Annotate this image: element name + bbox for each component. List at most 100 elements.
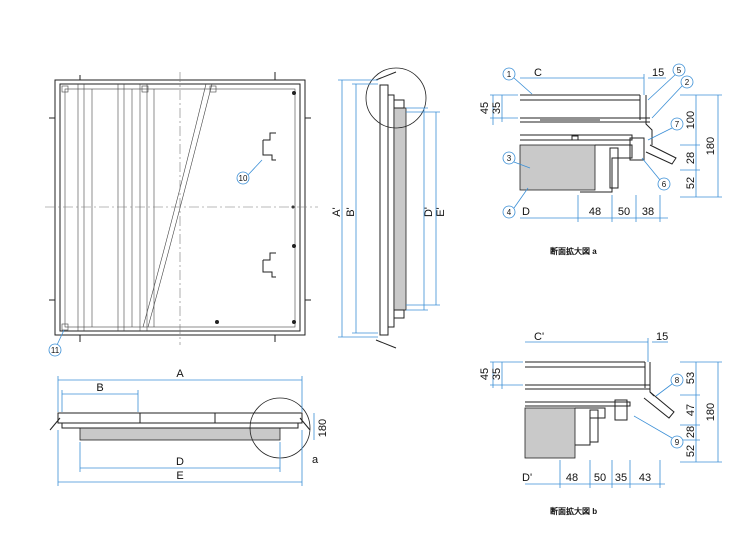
- detail-b-bolt: [589, 409, 599, 443]
- detail-b-dim-53: 53: [685, 372, 697, 384]
- callout-4: [502, 205, 516, 219]
- detail-a-dimensions: [490, 74, 722, 222]
- callout-10-text: 10: [239, 174, 248, 183]
- detail-b-dim-43: 43: [639, 472, 651, 484]
- detail-a-frame-profile: [639, 95, 653, 145]
- front-slats: [77, 84, 155, 331]
- cutaway-line: [147, 83, 213, 328]
- callout-10: [236, 171, 250, 185]
- detail-b-dim-50: 50: [594, 472, 606, 484]
- svg-text:7: 7: [675, 120, 680, 129]
- callout-8: [670, 373, 684, 387]
- detail-b-plate: [525, 401, 631, 407]
- detail-b-label-D-prime: D': [522, 472, 532, 484]
- detail-a-bracket: [580, 144, 633, 193]
- svg-text:5: 5: [677, 66, 682, 75]
- detail-a-view: C 15 45 35 100 28 52 180 D 48 50 38 1 2 …: [479, 63, 722, 256]
- detail-a-dim-38: 38: [642, 206, 654, 218]
- side-frame-inner: [387, 94, 395, 328]
- callout-11-text: 11: [51, 346, 60, 355]
- dim-B: B: [96, 382, 103, 394]
- detail-a-caption: 断面拡大図 a: [550, 246, 597, 256]
- callout-9: [670, 435, 684, 449]
- side-dimensions: [338, 79, 440, 338]
- detail-a-label: a: [312, 454, 319, 466]
- detail-a-callouts: 1 2 3 4 5 6 7: [502, 63, 694, 219]
- callout-2: [680, 75, 694, 89]
- detail-b-insulation: [524, 407, 576, 459]
- detail-b-circle: [365, 67, 427, 129]
- dim-E-prime: E': [435, 207, 447, 216]
- detail-a-dim-50: 50: [618, 206, 630, 218]
- cutaway-line-2: [142, 83, 207, 328]
- svg-text:4: 4: [507, 208, 512, 217]
- dim-A-prime: A': [331, 207, 343, 216]
- dim-A: A: [176, 368, 184, 380]
- dim-E: E: [176, 470, 183, 482]
- detail-b-frame-profile: [644, 362, 655, 397]
- detail-a-dim-28: 28: [685, 152, 697, 164]
- callout-11: [48, 343, 62, 357]
- detail-b-dim-48: 48: [566, 472, 578, 484]
- bottom-view: a A B D E 180: [49, 368, 329, 486]
- detail-a-dim-15: 15: [652, 67, 664, 79]
- detail-b-dim-47: 47: [685, 404, 697, 416]
- detail-a-label-C: C: [534, 67, 542, 79]
- callout-5: [672, 63, 686, 77]
- dim-D-prime: D': [423, 207, 435, 217]
- detail-a-dim-100: 100: [685, 111, 697, 129]
- side-insulation: [393, 107, 407, 311]
- detail-b-clamp: [614, 399, 628, 421]
- front-view: 10 11: [45, 72, 318, 357]
- bottom-dimensions: [57, 376, 315, 486]
- detail-a-insulation: [519, 144, 596, 191]
- callout-10-leader: [247, 159, 263, 176]
- detail-a-dim-180: 180: [705, 137, 717, 155]
- detail-b-dim-15: 15: [656, 331, 668, 343]
- detail-a-dim-35: 35: [491, 102, 503, 114]
- detail-a-bolt: [609, 147, 619, 189]
- detail-a-clamp: [629, 137, 645, 161]
- svg-text:1: 1: [507, 70, 512, 79]
- svg-text:2: 2: [685, 78, 690, 87]
- detail-b-dim-28: 28: [685, 426, 697, 438]
- frame-tabs: [49, 72, 311, 342]
- detail-b-callouts: 8 9: [633, 373, 684, 449]
- bottom-plate: [61, 422, 299, 429]
- detail-b-dim-35b: 35: [615, 472, 627, 484]
- detail-a-label-D: D: [522, 206, 530, 218]
- detail-a-fin: [645, 144, 677, 165]
- svg-text:9: 9: [675, 438, 680, 447]
- detail-b-dim-52: 52: [685, 445, 697, 457]
- detail-a-dim-45: 45: [479, 102, 491, 114]
- svg-text:6: 6: [662, 180, 667, 189]
- callout-11-leader: [56, 329, 65, 346]
- detail-a-dim-48: 48: [589, 206, 601, 218]
- front-bolts: [215, 91, 296, 324]
- detail-b-fin: [643, 391, 675, 419]
- callout-3: [502, 151, 516, 165]
- handle-upper: [262, 132, 276, 161]
- detail-b-dim-45: 45: [479, 368, 491, 380]
- detail-b-dim-35: 35: [491, 368, 503, 380]
- svg-text:3: 3: [507, 154, 512, 163]
- dim-B-prime: B': [345, 207, 357, 216]
- dim-D: D: [176, 456, 184, 468]
- side-flanges: [375, 71, 405, 349]
- detail-b-label-C-prime: C': [534, 331, 544, 343]
- side-view: A' B' D' E': [331, 67, 447, 349]
- callout-7: [670, 117, 684, 131]
- detail-b-dim-180: 180: [705, 403, 717, 421]
- callout-6: [657, 177, 671, 191]
- corner-blocks: [61, 85, 217, 331]
- side-frame: [379, 84, 389, 336]
- callout-1: [502, 67, 516, 81]
- detail-b-dimensions: [490, 338, 722, 488]
- dim-180-bottom: 180: [317, 419, 329, 437]
- handle-lower: [262, 252, 276, 278]
- detail-a-dim-52: 52: [685, 177, 697, 189]
- detail-b-caption: 断面拡大図 b: [550, 506, 597, 516]
- bottom-frame: [57, 412, 303, 424]
- svg-text:8: 8: [675, 376, 680, 385]
